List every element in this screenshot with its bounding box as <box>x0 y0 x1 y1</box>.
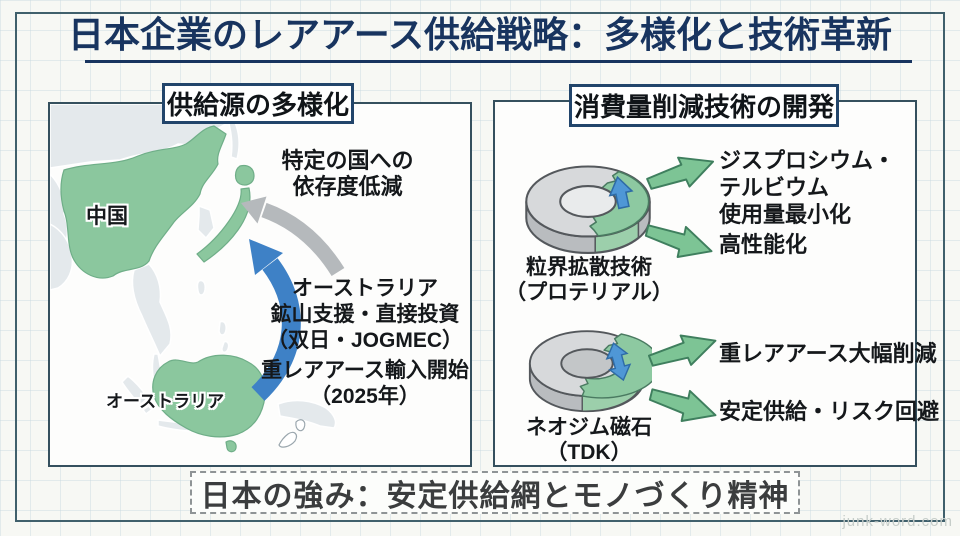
note-line: 鉱山支援・直接投資 <box>270 303 460 326</box>
tech2-label: ネオジム磁石 （TDK） <box>499 415 679 465</box>
dependency-reduction-note: 特定の国への 依存度低減 <box>240 148 455 200</box>
note-line: 特定の国への <box>281 148 414 173</box>
dependency-arrow-icon <box>241 196 345 277</box>
note-line: オーストラリア <box>292 277 438 300</box>
strength-banner: 日本の強み：安定供給網とモノづくり精神 <box>190 471 800 514</box>
country-indochina <box>131 263 172 357</box>
outcome-line: 使用量最小化 <box>719 202 852 227</box>
tech1-name: 粒界拡散技術 <box>526 256 652 279</box>
australia-investment-note: オーストラリア 鉱山支援・直接投資 （双日・JOGMEC） <box>255 276 475 354</box>
island-hokkaido <box>234 164 255 186</box>
outcome-arrow-icon <box>642 373 724 436</box>
outcome-arrow-icon <box>640 142 721 204</box>
map-label-china: 中国 <box>86 205 128 228</box>
left-panel-header: 供給源の多様化 <box>162 83 354 124</box>
country-japan <box>196 187 251 263</box>
import-route-arrow-icon <box>249 239 301 401</box>
diffusion-double-arrow-icon <box>605 342 632 382</box>
diffusion-arrow-icon <box>608 175 634 210</box>
tech2-name: ネオジム磁石 <box>526 416 652 439</box>
supply-diversification-panel: 中国 オーストラリア 特定の国への 依存度低減 オーストラリア 鉱山支援・直接投… <box>48 102 472 467</box>
tech1-company: （プロテリアル） <box>505 281 673 304</box>
island-new-zealand-south <box>278 431 298 448</box>
island-sumatra <box>121 375 155 415</box>
outcome-line: テルビウム <box>719 175 830 200</box>
outcome-dy-tb-minimization: ジスプロシウム・ テルビウム 使用量最小化 <box>719 147 895 228</box>
page-title: 日本企業のレアアース供給戦略：多様化と技術革新 <box>67 14 893 55</box>
island-new-zealand-north <box>295 419 306 432</box>
heavy-rare-earth-import-note: 重レアアース輸入開始 （2025年） <box>255 358 475 410</box>
country-china <box>60 125 227 279</box>
tech2-company: （TDK） <box>546 441 632 464</box>
map-label-australia: オーストラリア <box>106 392 225 411</box>
note-line: 依存度低減 <box>292 174 403 199</box>
outcome-arrow-icon <box>638 209 720 272</box>
outcome-stable-supply-risk-avoidance: 安定供給・リスク回避 <box>719 399 940 424</box>
note-line: （双日・JOGMEC） <box>266 329 463 352</box>
island-tasmania <box>225 440 237 453</box>
island-sakhalin <box>228 119 240 160</box>
island-new-guinea <box>277 399 337 429</box>
ring-magnet-grain-boundary-icon <box>525 165 651 254</box>
ring-magnet-neodymium-icon <box>528 330 652 413</box>
tech1-label: 粒界拡散技術 （プロテリアル） <box>499 255 679 305</box>
outcome-heavy-rare-earth-reduction: 重レアアース大幅削減 <box>719 341 937 366</box>
country-korea <box>197 205 215 239</box>
outcome-line: ジスプロシウム・ <box>719 148 896 173</box>
consumption-reduction-panel: 粒界拡散技術 （プロテリアル） ジスプロシウム・ テルビウム 使用量最小化 高性… <box>493 100 939 467</box>
outcome-high-performance: 高性能化 <box>719 232 808 257</box>
note-line: （2025年） <box>310 385 420 408</box>
watermark: junk-word.com <box>842 513 953 530</box>
right-panel-header: 消費量削減技術の開発 <box>569 84 839 127</box>
outcome-arrow-icon <box>643 321 724 381</box>
country-australia <box>152 354 266 438</box>
note-line: 重レアアース輸入開始 <box>261 359 469 382</box>
title-underline <box>85 60 912 63</box>
outer-frame <box>15 12 945 522</box>
island-taiwan <box>196 279 206 296</box>
